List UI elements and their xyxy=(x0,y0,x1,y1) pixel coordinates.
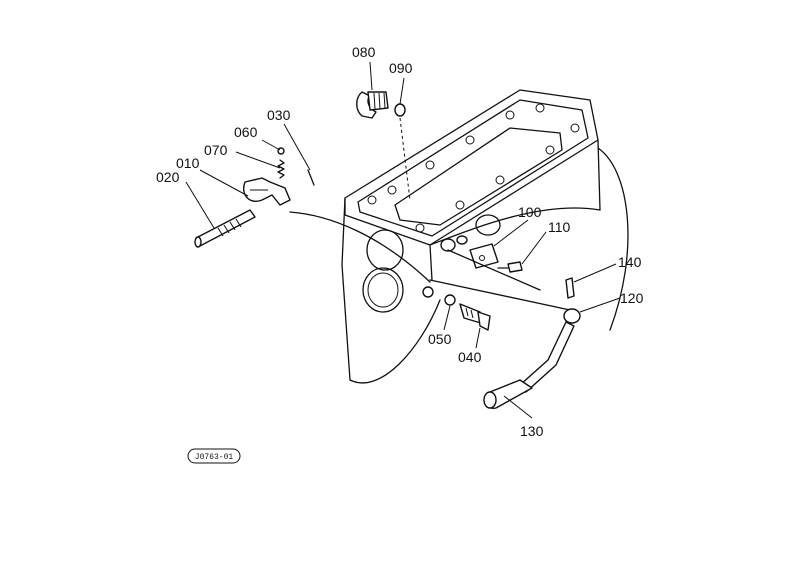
label-070: 070 xyxy=(204,142,228,158)
hand-lever xyxy=(483,277,581,409)
label-050: 050 xyxy=(428,331,452,347)
diagram-code-text: J0763-01 xyxy=(195,453,234,462)
label-020: 020 xyxy=(156,169,180,185)
label-090: 090 xyxy=(389,60,413,76)
label-100: 100 xyxy=(518,204,542,220)
label-010: 010 xyxy=(176,155,200,171)
label-040: 040 xyxy=(458,349,482,365)
top-parts xyxy=(356,91,411,201)
shift-shaft-assembly xyxy=(194,147,431,283)
label-110: 110 xyxy=(548,219,571,235)
diagram-code: J0763-01 xyxy=(187,448,241,464)
bracket-assembly xyxy=(429,235,571,311)
label-130: 130 xyxy=(520,423,544,439)
label-060: 060 xyxy=(234,124,258,140)
label-140: 140 xyxy=(618,254,642,270)
leader-lines xyxy=(185,61,621,419)
transmission-case xyxy=(341,89,629,384)
label-080: 080 xyxy=(352,44,376,60)
label-120: 120 xyxy=(620,290,644,306)
part-labels: 080 090 030 060 070 010 020 100 110 140 … xyxy=(156,44,644,439)
lower-bolts xyxy=(422,286,491,331)
label-030: 030 xyxy=(267,107,291,123)
